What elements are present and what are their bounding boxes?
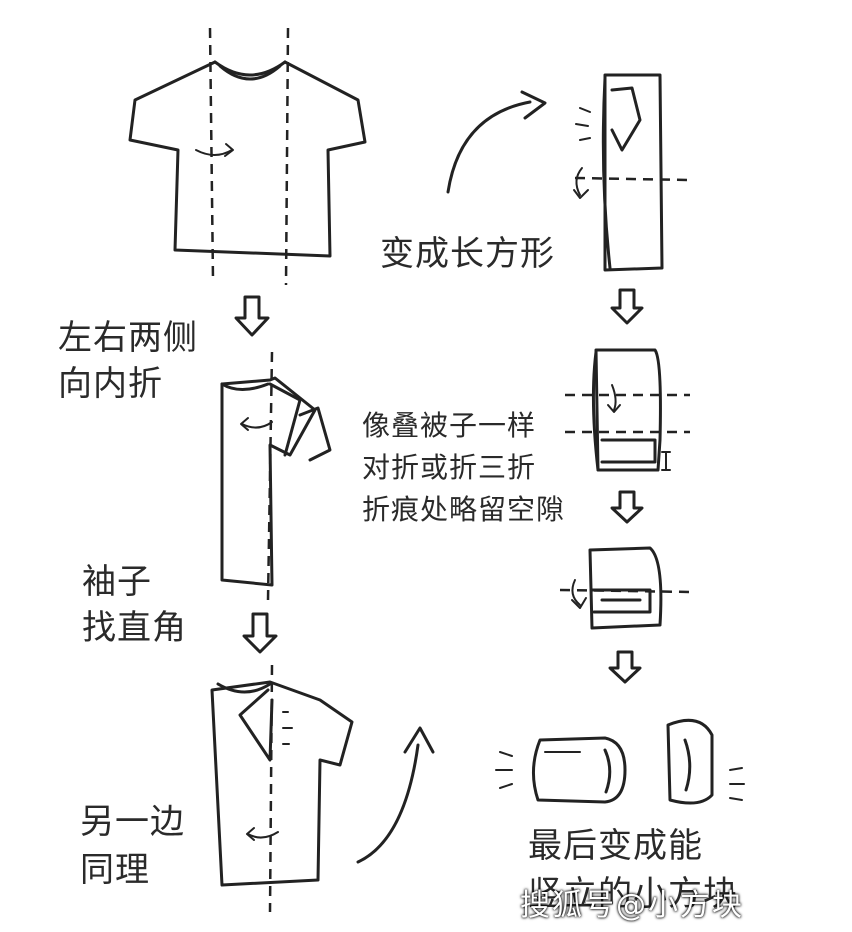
curved-arrow-icon (446, 90, 547, 194)
down-arrow-icon (608, 650, 642, 684)
label-quilt-line3: 折痕处略留空隙 (362, 493, 566, 526)
sides-folded-illustration (220, 351, 332, 601)
final-block-standing-illustration (666, 718, 745, 805)
label-final-line2: 竖立的小方块 (528, 874, 738, 914)
label-sleeve-line1: 袖子 (82, 562, 152, 602)
quilt-fold-illustration (565, 348, 690, 472)
down-arrow-icon (234, 295, 270, 337)
label-to-rectangle: 变成长方形 (380, 234, 555, 274)
label-quilt-line2: 对折或折三折 (362, 451, 537, 484)
label-other-side-line1: 另一边 (80, 802, 185, 842)
final-block-lying-illustration (495, 736, 627, 804)
curved-arrow-icon (356, 726, 435, 864)
label-sleeve-line2: 找直角 (82, 608, 187, 648)
down-arrow-icon (610, 288, 644, 325)
label-fold-sides-line1: 左右两侧 (58, 318, 198, 358)
label-final-line1: 最后变成能 (528, 826, 703, 866)
tshirt-illustration (128, 27, 367, 286)
watermark: 搜狐号@小方块 (520, 888, 744, 923)
label-fold-sides-line2: 向内折 (58, 364, 163, 404)
label-other-side-line2: 同理 (80, 850, 150, 890)
down-arrow-icon (242, 612, 278, 654)
small-block-illustration (559, 546, 693, 630)
label-quilt-line1: 像叠被子一样 (362, 409, 537, 442)
down-arrow-icon (610, 490, 644, 524)
sleeve-folded-illustration (210, 664, 354, 913)
rectangle-folded-illustration (573, 73, 689, 272)
